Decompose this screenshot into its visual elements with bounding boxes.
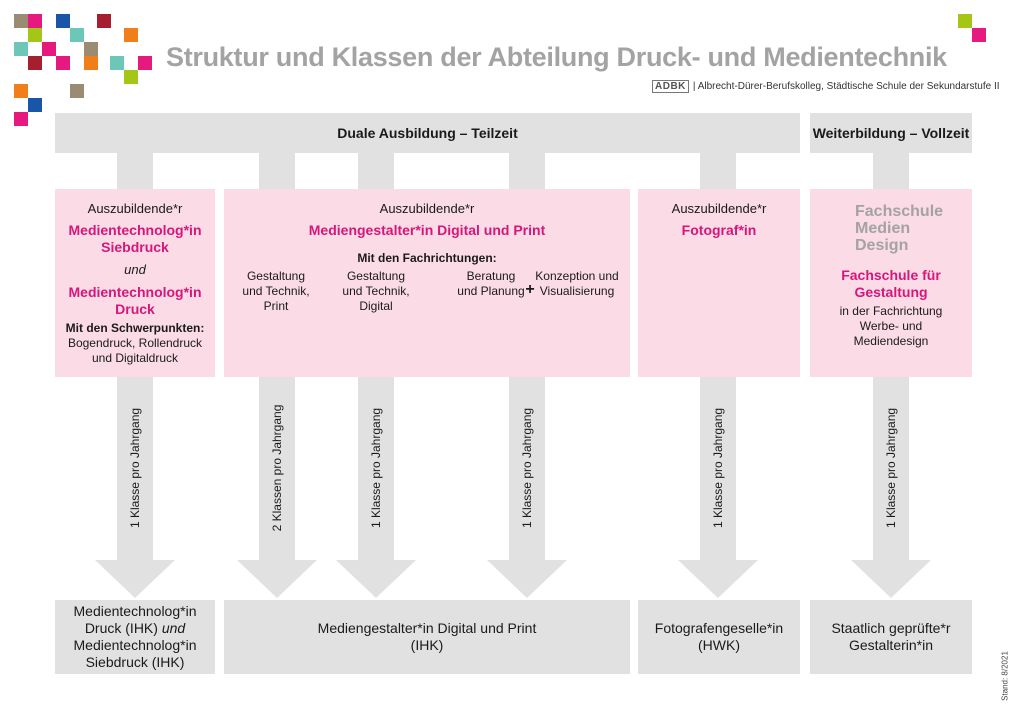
box-mediengestalter: Auszubildende*r Mediengestalter*in Digit… [224, 189, 630, 377]
focus-title: Mit den Schwerpunkten: [65, 321, 205, 335]
deco-square [84, 42, 98, 56]
job-fotograf: Fotograf*in [681, 222, 757, 238]
deco-square [14, 112, 28, 126]
school-name: | Albrecht-Dürer-Berufskolleg, Städtisch… [692, 81, 1000, 92]
deco-square [110, 56, 124, 70]
deco-square [28, 56, 42, 70]
arrow-label: 1 Klasse pro Jahrgang [520, 407, 534, 529]
deco-square [28, 14, 42, 28]
outcome-mediengestalter: Mediengestalter*in Digital und Print (IH… [224, 600, 630, 674]
arrow-shape [678, 377, 758, 598]
deco-square [124, 70, 138, 84]
deco-square [70, 28, 84, 42]
fachschule-medien-design-logo: Fachschule Medien Design [855, 203, 944, 254]
job-medientechnolog-druck: Medientechnolog*in Druck [68, 284, 202, 317]
deco-square [14, 84, 28, 98]
connector [873, 153, 909, 189]
connector [358, 153, 394, 189]
deco-square [138, 56, 152, 70]
arrow-shape [237, 377, 317, 598]
conjunction: und [124, 262, 146, 277]
school-logo: ADBK [652, 80, 689, 93]
job-mediengestalter: Mediengestalter*in Digital und Print [308, 222, 546, 238]
deco-square [70, 84, 84, 98]
box-fotograf: Auszubildende*r Fotograf*in [638, 189, 800, 377]
deco-square [97, 14, 111, 28]
job-medientechnolog-siebdruck: Medientechnolog*in Siebdruck [68, 222, 202, 255]
page-title: Struktur und Klassen der Abteilung Druck… [166, 42, 947, 72]
arrow-shape [95, 377, 175, 598]
deco-square [958, 14, 972, 28]
directions-title: Mit den Fachrichtungen: [357, 251, 497, 265]
band-dual-training: Duale Ausbildung – Teilzeit [55, 113, 800, 153]
arrow-shape [336, 377, 416, 598]
deco-square [84, 56, 98, 70]
direction-digital: Gestaltung und Technik, Digital [342, 269, 410, 313]
arrow-label: 2 Klassen pro Jahrgang [270, 404, 284, 532]
fachschule-gestaltung: Fachschule für Gestaltung [841, 267, 941, 300]
arrow-label: 1 Klasse pro Jahrgang [884, 407, 898, 529]
deco-square [56, 56, 70, 70]
fachrichtung-text: in der Fachrichtung Werbe- und Mediendes… [839, 304, 943, 348]
direction-konzeption: Konzeption und Visualisierung [535, 269, 619, 298]
connector [117, 153, 153, 189]
trainee-label: Auszubildende*r [671, 201, 767, 216]
deco-square [124, 28, 138, 42]
trainee-label: Auszubildende*r [379, 201, 475, 216]
outcome-fotograf: Fotografengeselle*in (HWK) [638, 600, 800, 674]
deco-square [972, 28, 986, 42]
connector [509, 153, 545, 189]
connector [259, 153, 295, 189]
arrow-label: 1 Klasse pro Jahrgang [369, 407, 383, 529]
arrow-label: 1 Klasse pro Jahrgang [711, 407, 725, 529]
outcome-medientechnolog: Medientechnolog*in Druck (IHK) und Medie… [55, 600, 215, 674]
outcome-gestalter: Staatlich geprüfte*r Gestalterin*in [810, 600, 972, 674]
deco-square [28, 98, 42, 112]
deco-square [14, 14, 28, 28]
arrow-shape [487, 377, 567, 598]
trainee-label: Auszubildende*r [87, 201, 183, 216]
focus-text: Bogendruck, Rollendruck und Digitaldruck [67, 336, 203, 365]
deco-square [28, 28, 42, 42]
page-subtitle: ADBK | Albrecht-Dürer-Berufskolleg, Städ… [652, 80, 1000, 93]
direction-print: Gestaltung und Technik, Print [242, 269, 310, 313]
deco-square [56, 14, 70, 28]
direction-beratung: Beratung und Planung [457, 269, 525, 298]
plus-sign: + [525, 281, 535, 298]
arrow-shape [851, 377, 931, 598]
date-stamp: Stand: 8/2021 [1000, 651, 1010, 701]
deco-square [42, 42, 56, 56]
connector [700, 153, 736, 189]
box-fachschule: Fachschule Medien Design Fachschule für … [810, 189, 972, 377]
arrow-label: 1 Klasse pro Jahrgang [128, 407, 142, 529]
deco-square [14, 42, 28, 56]
band-further-training: Weiterbildung – Vollzeit [810, 113, 972, 153]
box-medientechnolog: Auszubildende*r Medientechnolog*in Siebd… [55, 189, 215, 377]
